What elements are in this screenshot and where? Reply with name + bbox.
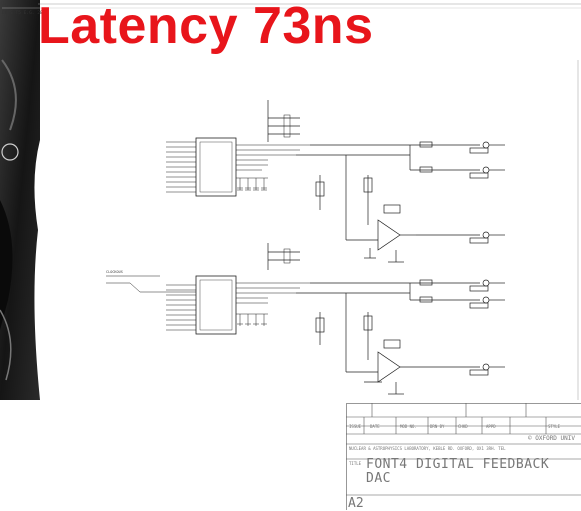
- title-block-org-line: NUCLEAR & ASTROPHYSICS LABORATORY, KEBLE…: [349, 446, 506, 451]
- title-block-header-date: DATE: [370, 424, 380, 429]
- title-block-title-line2: DAC: [366, 471, 391, 486]
- title-block-header-appd: APPD: [486, 424, 496, 429]
- lower-dac-channel: [106, 243, 505, 394]
- title-block-university-text: OXFORD UNIV: [535, 435, 575, 442]
- copyright-icon: ©: [528, 435, 532, 442]
- clock-input-label: CLOCKOUS: [106, 270, 123, 274]
- title-block-header-issue: ISSUE: [349, 424, 361, 429]
- upper-dac-channel: [166, 100, 505, 262]
- title-block-title-line1: FONT4 DIGITAL FEEDBACK: [366, 457, 549, 472]
- title-block-title-label: TITLE: [349, 461, 361, 466]
- title-block-sheet-size: A2: [348, 496, 364, 511]
- title-block-header-mod: MOD NO.: [400, 424, 417, 429]
- title-block-university: © OXFORD UNIV: [528, 435, 575, 442]
- title-block-header-chkd: CHKD: [458, 424, 468, 429]
- title-block-header-drn: DRN BY: [430, 424, 444, 429]
- title-block-header-style: STYLE: [548, 424, 560, 429]
- slide-title: Latency 73ns: [38, 0, 374, 52]
